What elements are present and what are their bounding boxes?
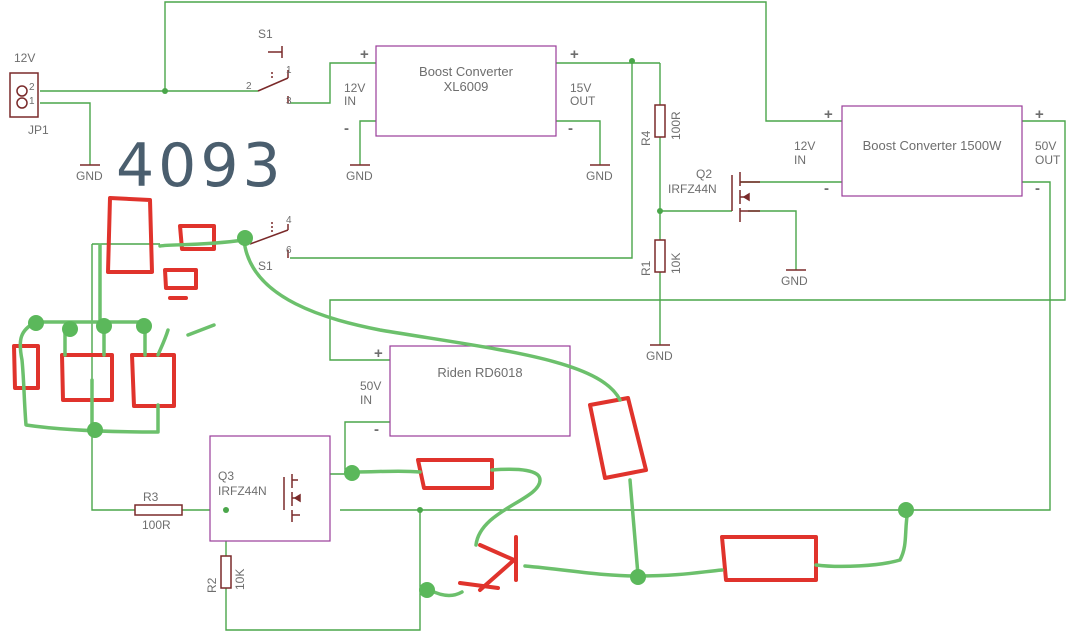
boost1500-out-sub: OUT — [1035, 153, 1061, 167]
s1-pin-4: 4 — [286, 215, 292, 226]
mosfet-q2: Q2 IRFZ44N — [668, 167, 760, 222]
boost1500-in-label: 12V — [794, 139, 815, 153]
resistor-r1: R1 10K — [639, 239, 683, 276]
resistor-r4: R4 100R — [639, 104, 683, 146]
q3-ref: Q3 — [218, 469, 234, 483]
s1-ref-bottom: S1 — [258, 259, 273, 273]
xl6009-out-minus: - — [568, 120, 573, 137]
xl6009-in-sub: IN — [344, 94, 356, 108]
riden-in-minus: - — [374, 421, 379, 438]
gnd-symbols: GND GND GND GND GND — [76, 164, 808, 363]
gnd-label-jp1: GND — [76, 169, 103, 183]
r3-ref: R3 — [143, 490, 159, 504]
gnd-label-xl-out: GND — [586, 169, 613, 183]
jp1-value: 12V — [14, 51, 35, 65]
s1-switch-bottom: 4 6 S1 — [249, 215, 292, 273]
boost1500-in-plus: + — [824, 106, 833, 123]
xl6009-title: Boost Converter — [419, 64, 514, 79]
resistor-r2: R2 10K — [205, 555, 247, 593]
riden-in-label: 50V — [360, 379, 381, 393]
handwritten-4093: 4093 — [116, 131, 285, 201]
r3-value: 100R — [142, 518, 171, 532]
junction-dots — [162, 58, 663, 513]
xl6009-in-plus: + — [360, 46, 369, 63]
xl6009-in-label: 12V — [344, 81, 365, 95]
gnd-label-q2: GND — [781, 274, 808, 288]
s1-pin-1: 1 — [286, 65, 292, 76]
xl6009-module: Boost Converter XL6009 + 12V IN - + 15V … — [344, 45, 596, 137]
q2-value: IRFZ44N — [668, 182, 717, 196]
q3-value: IRFZ44N — [218, 484, 267, 498]
q2-ref: Q2 — [696, 167, 712, 181]
s1-switch-top: S1 1 2 3 — [246, 27, 292, 107]
hand-drawn-components — [12, 196, 818, 592]
wires — [40, 1, 1066, 631]
riden-in-plus: + — [374, 345, 383, 362]
boost-1500w-module: Boost Converter 1500W + 12V IN - + 50V O… — [794, 105, 1061, 197]
r1-ref: R1 — [639, 260, 653, 276]
xl6009-subtitle: XL6009 — [444, 79, 489, 94]
riden-title: Riden RD6018 — [437, 365, 522, 380]
q3-frame — [209, 435, 331, 542]
r4-value: 100R — [669, 111, 683, 140]
jp1-connector: 2 1 12V JP1 — [9, 51, 49, 137]
xl6009-out-label: 15V — [570, 81, 591, 95]
xl6009-out-sub: OUT — [570, 94, 596, 108]
boost1500-title: Boost Converter 1500W — [863, 138, 1002, 153]
s1-ref-top: S1 — [258, 27, 273, 41]
boost1500-in-minus: - — [824, 180, 829, 197]
xl6009-out-plus: + — [570, 46, 579, 63]
boost1500-out-label: 50V — [1035, 139, 1056, 153]
s1-pin-6: 6 — [286, 245, 292, 256]
boost1500-out-plus: + — [1035, 106, 1044, 123]
gnd-label-r1: GND — [646, 349, 673, 363]
r1-value: 10K — [669, 253, 683, 274]
r2-ref: R2 — [205, 577, 219, 593]
jp1-pin-1: 1 — [29, 96, 35, 107]
mosfet-q3: Q3 IRFZ44N — [218, 469, 301, 522]
jp1-pin-2: 2 — [29, 82, 35, 93]
resistor-r3: R3 100R — [134, 490, 183, 532]
boost1500-in-sub: IN — [794, 153, 806, 167]
r2-value: 10K — [233, 569, 247, 590]
gnd-label-xl-in: GND — [346, 169, 373, 183]
hand-drawn-dots — [28, 230, 914, 598]
jp1-ref: JP1 — [28, 123, 49, 137]
boost1500-out-minus: - — [1035, 180, 1040, 197]
s1-pin-3: 3 — [286, 96, 292, 107]
xl6009-in-minus: - — [344, 120, 349, 137]
s1-pin-2: 2 — [246, 81, 252, 92]
riden-in-sub: IN — [360, 393, 372, 407]
r4-ref: R4 — [639, 130, 653, 146]
